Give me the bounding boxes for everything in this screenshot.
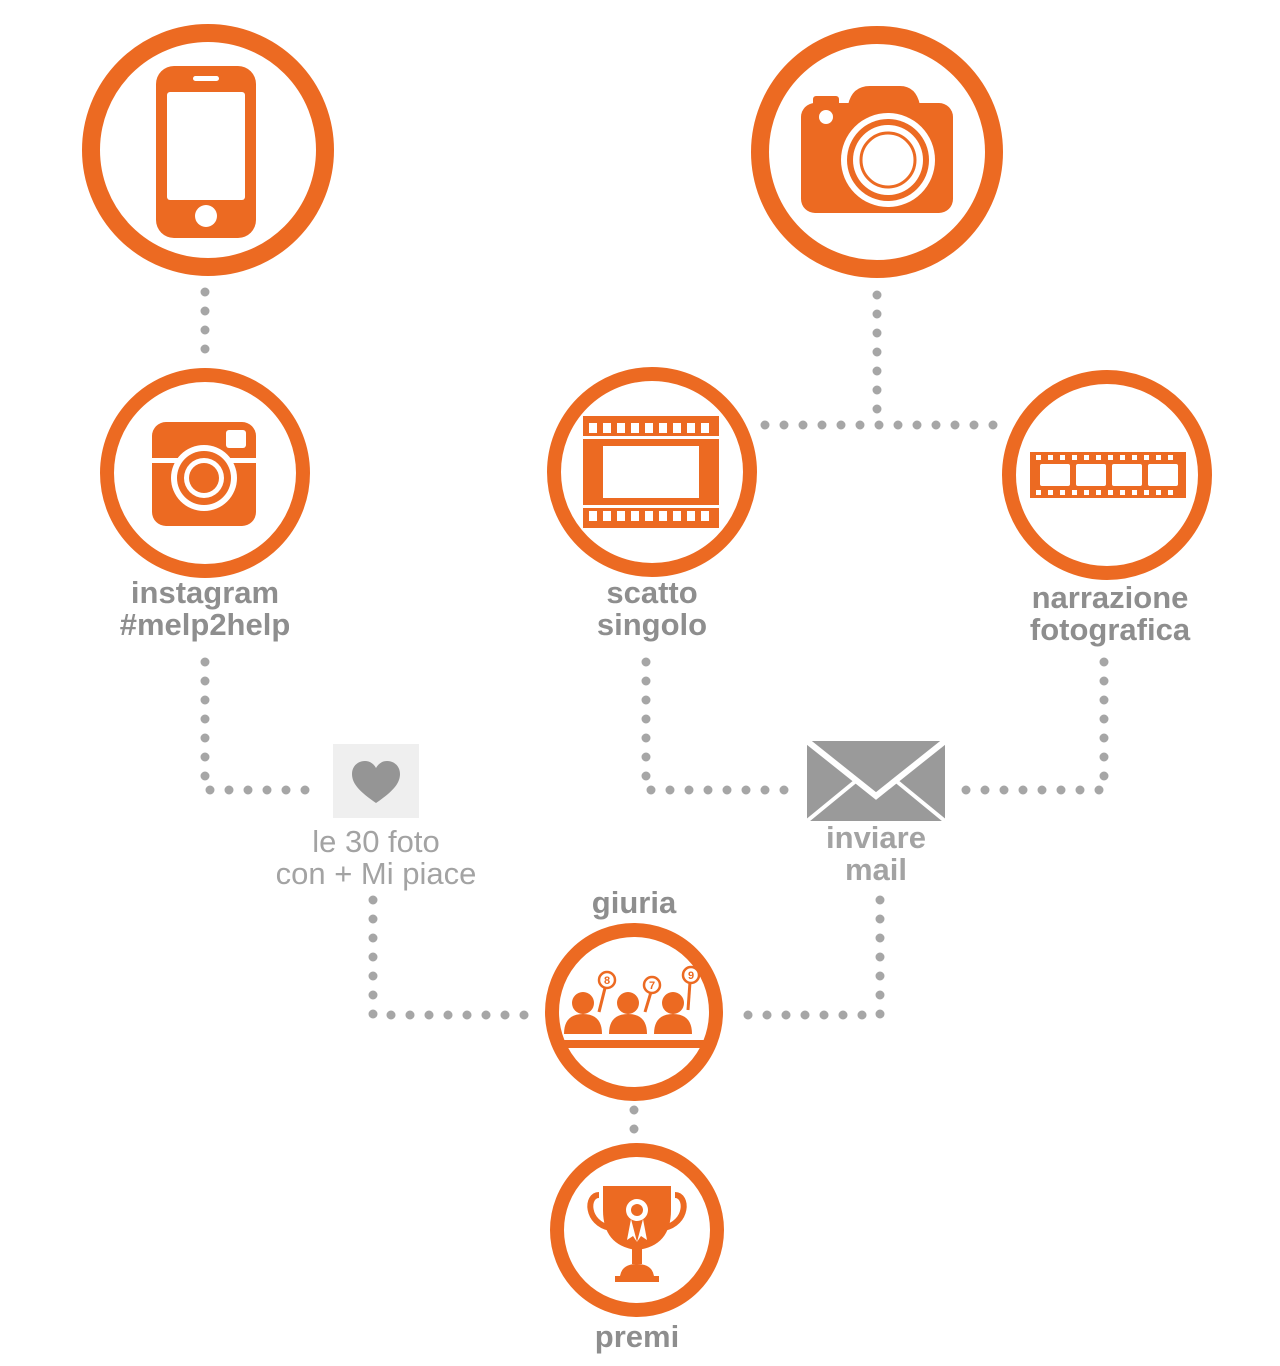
film-frame-icon — [583, 416, 719, 528]
film-strip-perforations — [1036, 455, 1173, 495]
photo-story-node — [1002, 370, 1212, 580]
photo-story-ring — [1002, 370, 1212, 580]
envelope-icon — [805, 738, 947, 823]
connector-narrazione-mail — [950, 657, 1109, 795]
smartphone-icon — [156, 66, 256, 238]
prizes-label-text: premi — [594, 1319, 680, 1354]
likes-label-line1: le 30 foto — [312, 824, 440, 859]
prizes-ring — [550, 1143, 724, 1317]
film-strip-icon — [1030, 452, 1186, 498]
jury-score-3: 9 — [688, 970, 694, 982]
jury-ring — [545, 923, 723, 1101]
mail-label: inviare mail — [796, 822, 956, 886]
instagram-node — [100, 368, 310, 578]
connector-instagram-likes — [200, 657, 325, 795]
instagram-ring — [100, 368, 310, 578]
jury-node: 8 7 9 — [545, 923, 723, 1101]
instagram-label-line2: #melp2help — [119, 607, 291, 642]
trophy-icon — [587, 1186, 687, 1282]
instagram-label: instagram #melp2help — [105, 577, 305, 641]
jury-score-1: 8 — [604, 975, 610, 987]
prizes-label: premi — [557, 1321, 717, 1353]
camera-icon — [801, 86, 953, 213]
single-shot-label-line1: scatto — [606, 575, 698, 610]
single-shot-label-line2: singolo — [596, 607, 708, 642]
connector-likes-jury — [368, 895, 535, 1020]
film-frame-perforations — [589, 423, 709, 521]
smartphone-node — [82, 24, 334, 276]
connector-singolo-mail — [641, 657, 805, 795]
jury-score-2: 7 — [649, 980, 655, 992]
jury-score-badges — [597, 965, 701, 995]
jury-label-text: giuria — [591, 885, 677, 920]
single-shot-ring — [547, 367, 757, 577]
instagram-label-line1: instagram — [130, 575, 280, 610]
connectors — [200, 287, 1109, 1140]
mail-label-line2: mail — [844, 852, 908, 887]
camera-node — [751, 26, 1003, 278]
camera-ring — [751, 26, 1003, 278]
single-shot-label: scatto singolo — [572, 577, 732, 641]
likes-label-line2: con + Mi piace — [275, 856, 477, 891]
photo-story-label-line1: narrazione — [1031, 580, 1189, 615]
heart-icon — [352, 761, 400, 803]
likes-node — [333, 744, 419, 818]
prizes-node — [550, 1143, 724, 1317]
photo-story-label: narrazione fotografica — [1005, 582, 1215, 646]
smartphone-ring — [82, 24, 334, 276]
mail-label-line1: inviare — [826, 820, 926, 855]
jury-icon: 8 7 9 — [556, 965, 712, 1048]
likes-label: le 30 foto con + Mi piace — [250, 826, 502, 890]
jury-label: giuria — [554, 887, 714, 919]
photo-story-label-line2: fotografica — [1029, 612, 1191, 647]
single-shot-node — [547, 367, 757, 577]
connector-mail-jury — [735, 895, 885, 1020]
instagram-icon — [152, 422, 256, 526]
mail-node — [805, 738, 947, 823]
